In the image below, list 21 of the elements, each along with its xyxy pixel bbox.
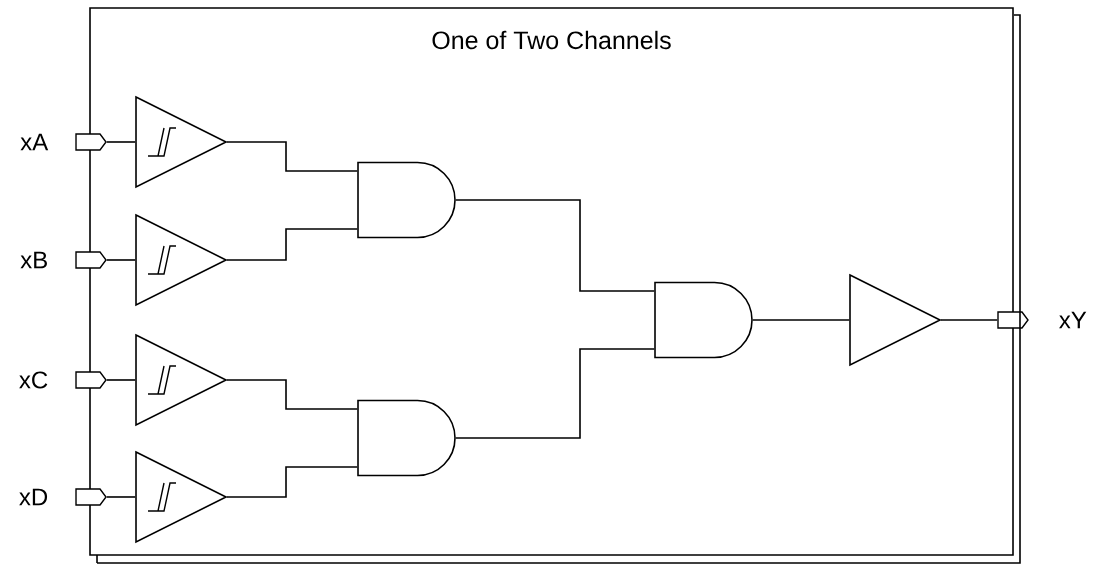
channel-block: One of Two Channels [89, 7, 1014, 556]
wire [106, 379, 136, 381]
wire [752, 319, 850, 321]
wire [455, 199, 655, 292]
wire [226, 228, 358, 261]
wire [106, 141, 136, 143]
wire [106, 259, 136, 261]
wire [226, 379, 358, 410]
wire [106, 496, 136, 498]
wire [455, 348, 655, 439]
pin-label: xA [20, 133, 49, 151]
pin-label: xB [20, 251, 47, 269]
and-gate-symbol [654, 281, 753, 359]
and-gate-symbol [357, 161, 456, 239]
wire [226, 141, 358, 172]
and-gate-symbol [357, 399, 456, 477]
wire [226, 466, 358, 498]
pin-label: xY [1059, 311, 1087, 329]
pin-label: xD [19, 488, 48, 506]
wire [940, 319, 998, 321]
pin-label: xC [19, 371, 48, 389]
